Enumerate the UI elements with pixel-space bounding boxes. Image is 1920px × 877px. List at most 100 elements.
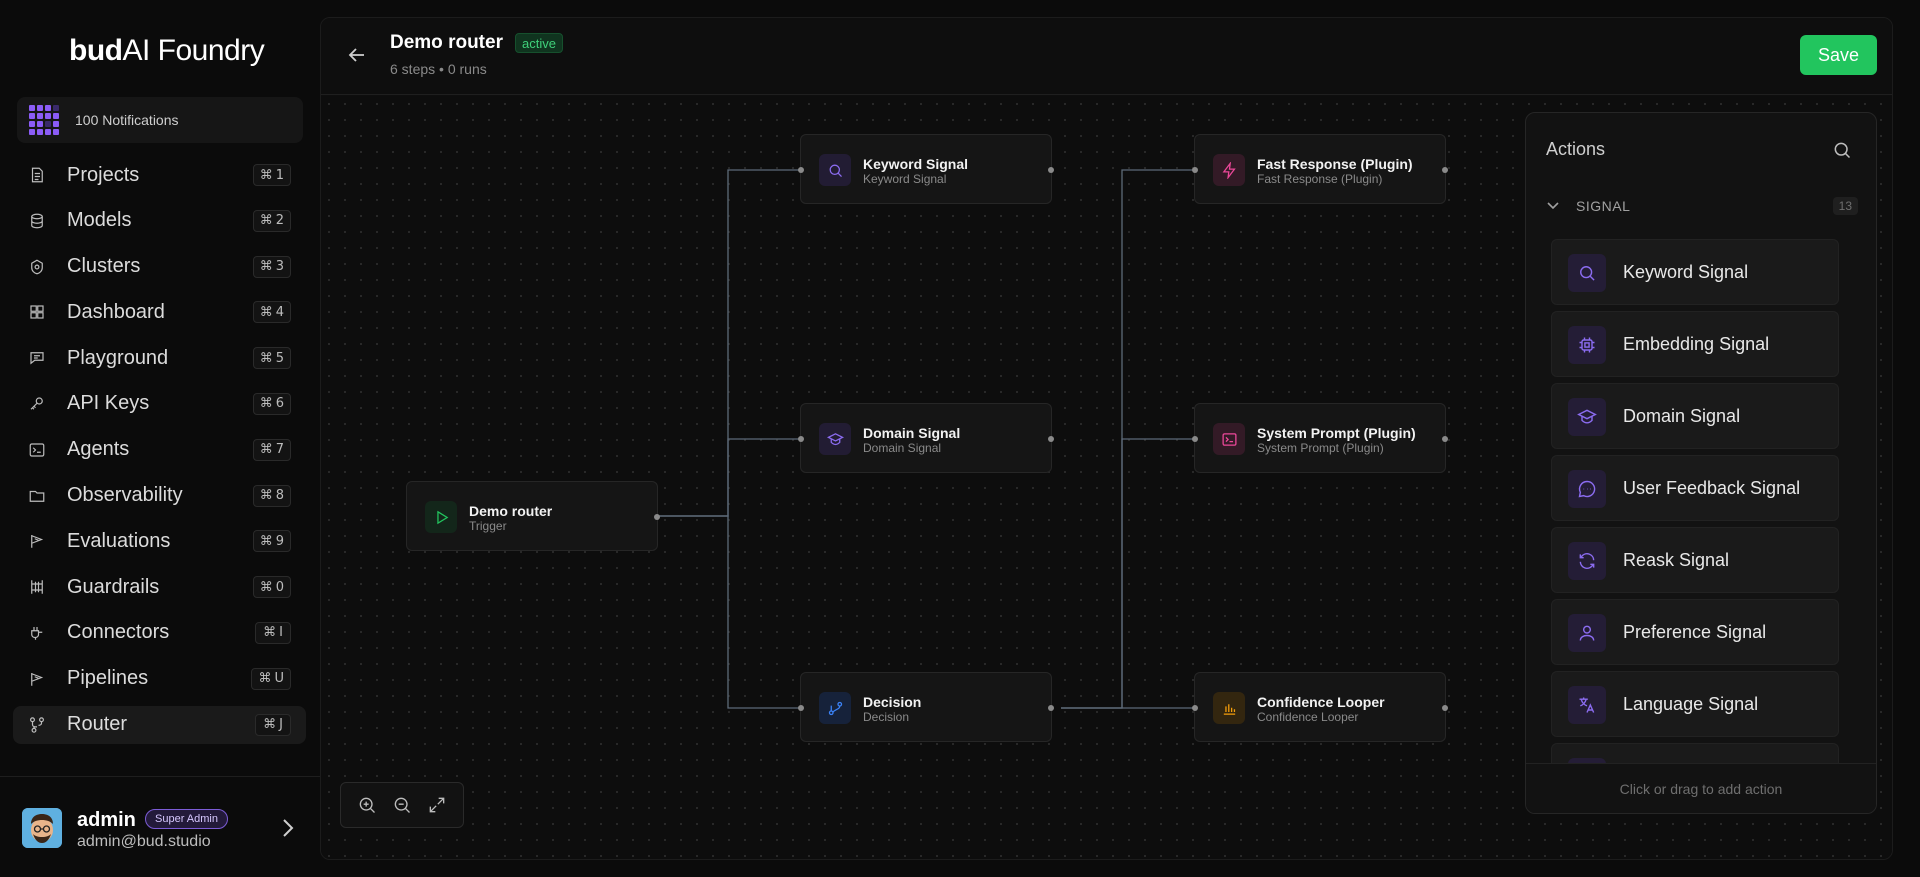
- action-embedding-signal[interactable]: Embedding Signal: [1551, 311, 1839, 377]
- notifications-button[interactable]: 100 Notifications: [17, 97, 303, 143]
- status-badge: active: [515, 33, 563, 53]
- actions-list: Keyword Signal Embedding Signal Domain S…: [1551, 239, 1839, 813]
- database-icon: [28, 212, 46, 230]
- user-profile[interactable]: admin Super Admin admin@bud.studio: [22, 807, 302, 855]
- sidebar-item-api-keys[interactable]: API Keys ⌘6: [13, 385, 306, 423]
- node-output-port[interactable]: [1048, 705, 1054, 711]
- sidebar-item-label: Clusters: [67, 255, 141, 278]
- shortcut-badge: ⌘0: [252, 576, 291, 599]
- action-preference-signal[interactable]: Preference Signal: [1551, 599, 1839, 665]
- sidebar-item-agents[interactable]: Agents ⌘7: [13, 431, 306, 469]
- sidebar-item-playground[interactable]: Playground ⌘5: [13, 339, 306, 377]
- node-input-port[interactable]: [1192, 167, 1198, 173]
- flow-canvas[interactable]: Demo router Trigger Keyword Signal Keywo…: [321, 96, 1892, 859]
- cluster-icon: [28, 258, 46, 276]
- node-input-port[interactable]: [798, 705, 804, 711]
- sidebar-item-models[interactable]: Models ⌘2: [13, 202, 306, 240]
- save-button[interactable]: Save: [1800, 35, 1877, 75]
- action-label: Domain Signal: [1623, 406, 1741, 426]
- node-input-port[interactable]: [1192, 705, 1198, 711]
- node-keyword-signal[interactable]: Keyword Signal Keyword Signal: [798, 134, 1054, 204]
- zoom-controls: [340, 782, 464, 828]
- zoom-in-icon[interactable]: [357, 795, 377, 815]
- node-title: Domain Signal: [863, 425, 961, 441]
- node-output-port[interactable]: [1442, 167, 1448, 173]
- node-subtitle: System Prompt (Plugin): [1257, 441, 1384, 455]
- role-badge: Super Admin: [145, 809, 228, 829]
- brand-logo[interactable]: budAI Foundry: [69, 34, 265, 67]
- actions-footer-hint: Click or drag to add action: [1526, 763, 1876, 813]
- user-email: admin@bud.studio: [77, 833, 211, 850]
- node-output-port[interactable]: [1442, 705, 1448, 711]
- chevron-right-icon[interactable]: [278, 817, 298, 839]
- node-title: System Prompt (Plugin): [1257, 425, 1416, 441]
- sidebar-item-clusters[interactable]: Clusters ⌘3: [13, 248, 306, 286]
- action-label: User Feedback Signal: [1623, 478, 1801, 498]
- page-subtitle: 6 steps • 0 runs: [390, 61, 487, 77]
- sidebar-item-label: Playground: [67, 346, 169, 369]
- shortcut-badge: ⌘5: [252, 347, 291, 370]
- chevron-down-icon: [1547, 202, 1559, 210]
- sidebar-item-observability[interactable]: Observability ⌘8: [13, 477, 306, 515]
- node-subtitle: Confidence Looper: [1257, 710, 1359, 724]
- section-signal-header[interactable]: SIGNAL 13: [1546, 196, 1858, 218]
- shortcut-badge: ⌘1: [252, 164, 291, 186]
- shortcut-badge: ⌘9: [252, 530, 291, 553]
- node-domain-signal[interactable]: Domain Signal Domain Signal: [798, 403, 1054, 473]
- node-output-port[interactable]: [1048, 167, 1054, 173]
- sidebar-item-label: Dashboard: [67, 300, 165, 323]
- node-title: Keyword Signal: [863, 156, 969, 172]
- fit-view-icon[interactable]: [427, 795, 447, 815]
- back-arrow-icon[interactable]: [348, 46, 366, 64]
- node-input-port[interactable]: [1192, 436, 1198, 442]
- shortcut-badge: ⌘U: [251, 667, 291, 690]
- node-output-port[interactable]: [654, 514, 660, 520]
- action-label: Language Signal: [1623, 694, 1759, 714]
- shortcut-badge: ⌘2: [252, 209, 291, 232]
- play-icon: [425, 501, 457, 533]
- sidebar-item-label: Evaluations: [67, 529, 171, 552]
- flow-edges: [656, 169, 1199, 709]
- barrier-icon: [28, 578, 46, 596]
- edge-trigger-domain: [656, 438, 805, 517]
- action-label: Preference Signal: [1623, 622, 1767, 642]
- node-system-prompt[interactable]: System Prompt (Plugin) System Prompt (Pl…: [1192, 403, 1448, 473]
- shortcut-badge: ⌘J: [255, 713, 291, 736]
- node-trigger[interactable]: Demo router Trigger: [406, 481, 660, 551]
- terminal-icon: [28, 441, 46, 459]
- refresh-icon: [1568, 542, 1606, 580]
- sidebar-item-projects[interactable]: Projects ⌘1: [13, 156, 306, 194]
- sidebar-item-router[interactable]: Router ⌘J: [13, 705, 306, 744]
- node-output-port[interactable]: [1442, 436, 1448, 442]
- node-title: Confidence Looper: [1257, 694, 1385, 710]
- sidebar-item-evaluations[interactable]: Evaluations ⌘9: [13, 522, 306, 560]
- node-subtitle: Keyword Signal: [863, 172, 947, 186]
- section-title: SIGNAL: [1576, 198, 1631, 214]
- node-decision[interactable]: Decision Decision: [798, 672, 1054, 742]
- action-language-signal[interactable]: Language Signal: [1551, 671, 1839, 737]
- sidebar-item-pipelines[interactable]: Pipelines ⌘U: [13, 660, 306, 698]
- message-icon: [1568, 470, 1606, 508]
- action-label: Embedding Signal: [1623, 334, 1770, 354]
- shortcut-badge: ⌘3: [252, 255, 291, 278]
- node-input-port[interactable]: [798, 167, 804, 173]
- sidebar-item-guardrails[interactable]: Guardrails ⌘0: [13, 568, 306, 606]
- action-reask-signal[interactable]: Reask Signal: [1551, 527, 1839, 593]
- notifications-grid-icon: [29, 105, 59, 135]
- search-icon[interactable]: [1832, 140, 1852, 160]
- sidebar-item-dashboard[interactable]: Dashboard ⌘4: [13, 293, 306, 331]
- node-output-port[interactable]: [1048, 436, 1054, 442]
- plug-icon: [28, 624, 46, 642]
- actions-panel: Actions SIGNAL 13 Keyword Signal Embeddi…: [1525, 112, 1877, 814]
- action-user-feedback-signal[interactable]: User Feedback Signal: [1551, 455, 1839, 521]
- terminal-icon: [1213, 423, 1245, 455]
- sidebar-item-connectors[interactable]: Connectors ⌘I: [13, 614, 306, 652]
- shortcut-badge: ⌘6: [252, 392, 291, 415]
- zoom-out-icon[interactable]: [392, 795, 412, 815]
- action-keyword-signal[interactable]: Keyword Signal: [1551, 239, 1839, 305]
- user-icon: [1568, 614, 1606, 652]
- node-fast-response[interactable]: Fast Response (Plugin) Fast Response (Pl…: [1192, 134, 1448, 204]
- node-input-port[interactable]: [798, 436, 804, 442]
- action-domain-signal[interactable]: Domain Signal: [1551, 383, 1839, 449]
- node-confidence-looper[interactable]: Confidence Looper Confidence Looper: [1192, 672, 1448, 742]
